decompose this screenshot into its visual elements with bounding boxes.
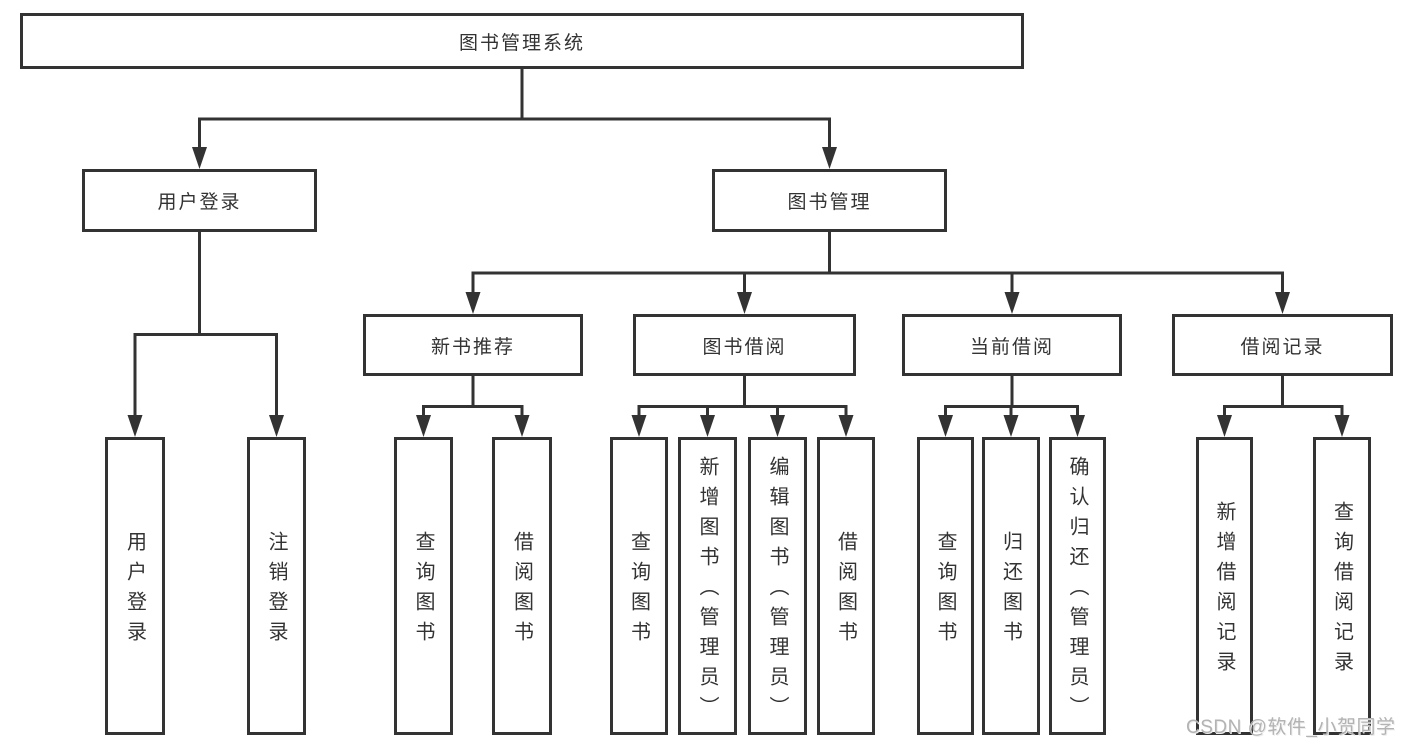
node-current-return-books: 归还图书 <box>982 437 1040 735</box>
node-records-add-record: 新增借阅记录 <box>1196 437 1253 735</box>
node-label: 图书管理系统 <box>458 32 585 54</box>
node-label: 当前借阅 <box>969 336 1054 358</box>
node-label: 新增借阅记录 <box>1213 501 1235 681</box>
node-label: 查询借阅记录 <box>1330 501 1353 681</box>
node-borrow-borrow-books: 借阅图书 <box>817 437 875 735</box>
node-logout: 注销登录 <box>247 437 306 735</box>
watermark: CSDN @软件_小贺同学 <box>1186 717 1396 738</box>
node-label: 确认归还（管理员） <box>1066 456 1088 726</box>
node-label: 归还图书 <box>999 531 1022 651</box>
node-newbook-query-books: 查询图书 <box>394 437 453 735</box>
node-label: 编辑图书（管理员） <box>766 456 788 726</box>
node-user-login-action: 用户登录 <box>105 437 165 735</box>
node-label: 用户登录 <box>123 531 146 651</box>
node-current-confirm-return-admin: 确认归还（管理员） <box>1049 437 1106 735</box>
node-label: 借阅图书 <box>834 531 857 651</box>
node-label: 借阅图书 <box>510 531 533 651</box>
node-label: 查询图书 <box>627 531 650 651</box>
node-records-query-record: 查询借阅记录 <box>1313 437 1371 735</box>
node-label: 图书借阅 <box>702 336 787 358</box>
node-label: 查询图书 <box>412 531 434 651</box>
node-library-management-system: 图书管理系统 <box>20 13 1024 69</box>
node-label: 新增图书（管理员） <box>696 456 718 726</box>
node-borrow-add-books-admin: 新增图书（管理员） <box>678 437 737 735</box>
node-label: 注销登录 <box>265 531 287 651</box>
node-label: 图书管理 <box>787 192 872 213</box>
node-current-query-books: 查询图书 <box>917 437 974 735</box>
node-user-login: 用户登录 <box>82 169 317 232</box>
node-new-book-recommend: 新书推荐 <box>363 314 583 376</box>
node-borrowing-records: 借阅记录 <box>1172 314 1393 376</box>
node-label: 用户登录 <box>157 192 242 213</box>
node-label: 借阅记录 <box>1240 336 1325 358</box>
node-borrow-query-books: 查询图书 <box>610 437 668 735</box>
node-book-management: 图书管理 <box>712 169 947 232</box>
node-newbook-borrow-books: 借阅图书 <box>492 437 552 735</box>
node-borrow-edit-books-admin: 编辑图书（管理员） <box>748 437 807 735</box>
node-label: 新书推荐 <box>430 336 515 358</box>
node-current-borrowing: 当前借阅 <box>902 314 1122 376</box>
node-label: 查询图书 <box>934 531 956 651</box>
node-book-borrowing: 图书借阅 <box>633 314 856 376</box>
